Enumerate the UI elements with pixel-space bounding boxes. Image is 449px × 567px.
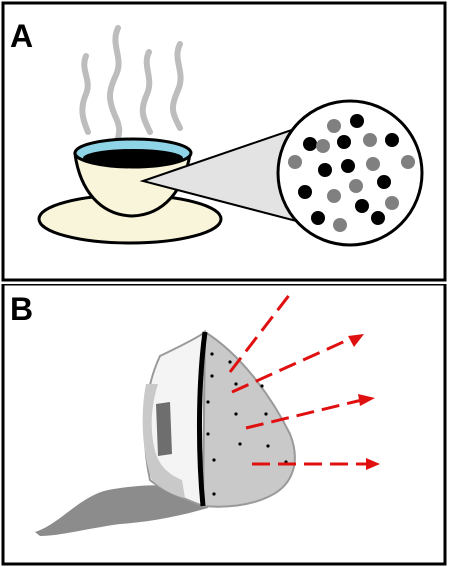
panel-b: B [0, 284, 449, 567]
iron-shadow [35, 485, 208, 536]
heat-arrows [228, 293, 368, 466]
arrowheads [348, 334, 380, 470]
panel-a-illustration: A [1, 1, 447, 282]
panel-b-illustration: B [1, 284, 447, 566]
panel-a-label: A [10, 18, 33, 54]
steam-icon [79, 25, 184, 151]
iron-icon [142, 329, 296, 508]
panel-a: A [1, 1, 447, 282]
panel-b-label: B [10, 291, 33, 327]
molecules-magnified-icon [276, 99, 424, 247]
